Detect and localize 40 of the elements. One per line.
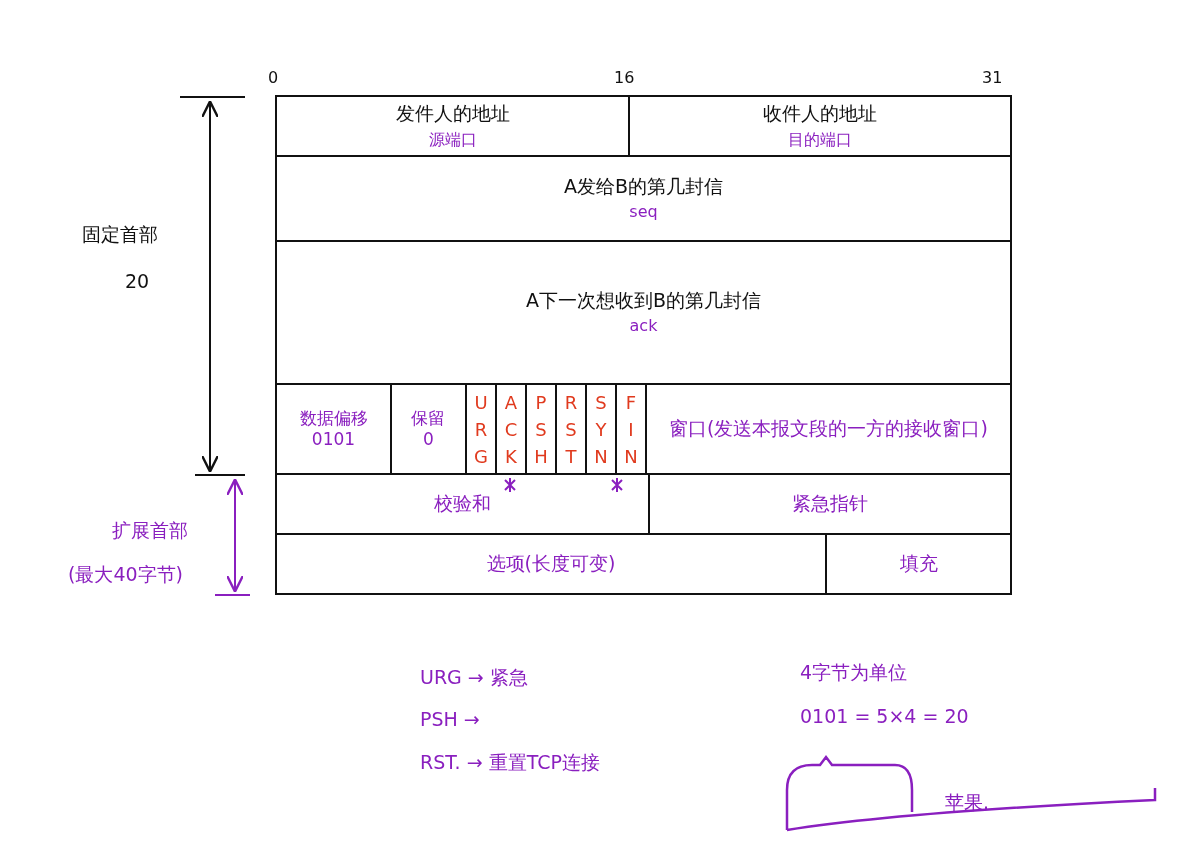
note: 4字节为单位	[800, 660, 908, 685]
section-label: 扩展首部	[112, 518, 188, 543]
bit-number: 0	[268, 68, 279, 87]
header-field-cell	[275, 533, 827, 595]
note: PSH →	[420, 708, 480, 730]
field-label: A发给B的第几封信	[563, 174, 723, 199]
field-label: 校验和	[434, 492, 491, 516]
field-label: 窗口(发送本报文段的一方的接收窗口)	[669, 417, 988, 441]
header-field-cell	[275, 155, 1012, 242]
field-label: ACK	[504, 390, 518, 469]
header-field-cell	[275, 95, 630, 157]
bit-number: 16	[614, 68, 635, 87]
field-annotation: ack	[629, 316, 658, 337]
field-label: A下一次想收到B的第几封信	[525, 288, 761, 313]
field-label: 选项(长度可变)	[486, 552, 616, 576]
field-annotation: 源端口	[428, 129, 477, 150]
field-label: 收件人的地址	[763, 102, 877, 126]
field-annotation: seq	[629, 202, 658, 223]
field-label: URG	[474, 390, 488, 469]
field-label: PSH	[534, 390, 548, 469]
section-label: 固定首部	[82, 222, 158, 247]
field-label: RST	[564, 390, 578, 469]
header-field-cell	[628, 95, 1012, 157]
field-label: 填充	[899, 552, 938, 576]
field-label: 紧急指针	[792, 492, 868, 516]
note: URG → 紧急	[420, 665, 528, 690]
field-label: 数据偏移0101	[298, 407, 369, 451]
header-field-cell	[275, 240, 1012, 385]
field-label: 发件人的地址	[395, 102, 510, 126]
field-label: FIN	[624, 390, 638, 469]
note: 苹果.	[945, 790, 990, 815]
note: RST. → 重置TCP连接	[420, 750, 600, 775]
field-annotation: 目的端口	[788, 129, 852, 150]
header-field-cell	[825, 533, 1012, 595]
dimension-value: 20	[125, 270, 150, 292]
bit-number: 31	[982, 68, 1003, 87]
field-label: 保留0	[410, 407, 447, 451]
dimension-note: (最大40字节)	[68, 562, 183, 587]
field-label: SYN	[594, 390, 608, 469]
note: 0101 = 5×4 = 20	[800, 705, 969, 727]
